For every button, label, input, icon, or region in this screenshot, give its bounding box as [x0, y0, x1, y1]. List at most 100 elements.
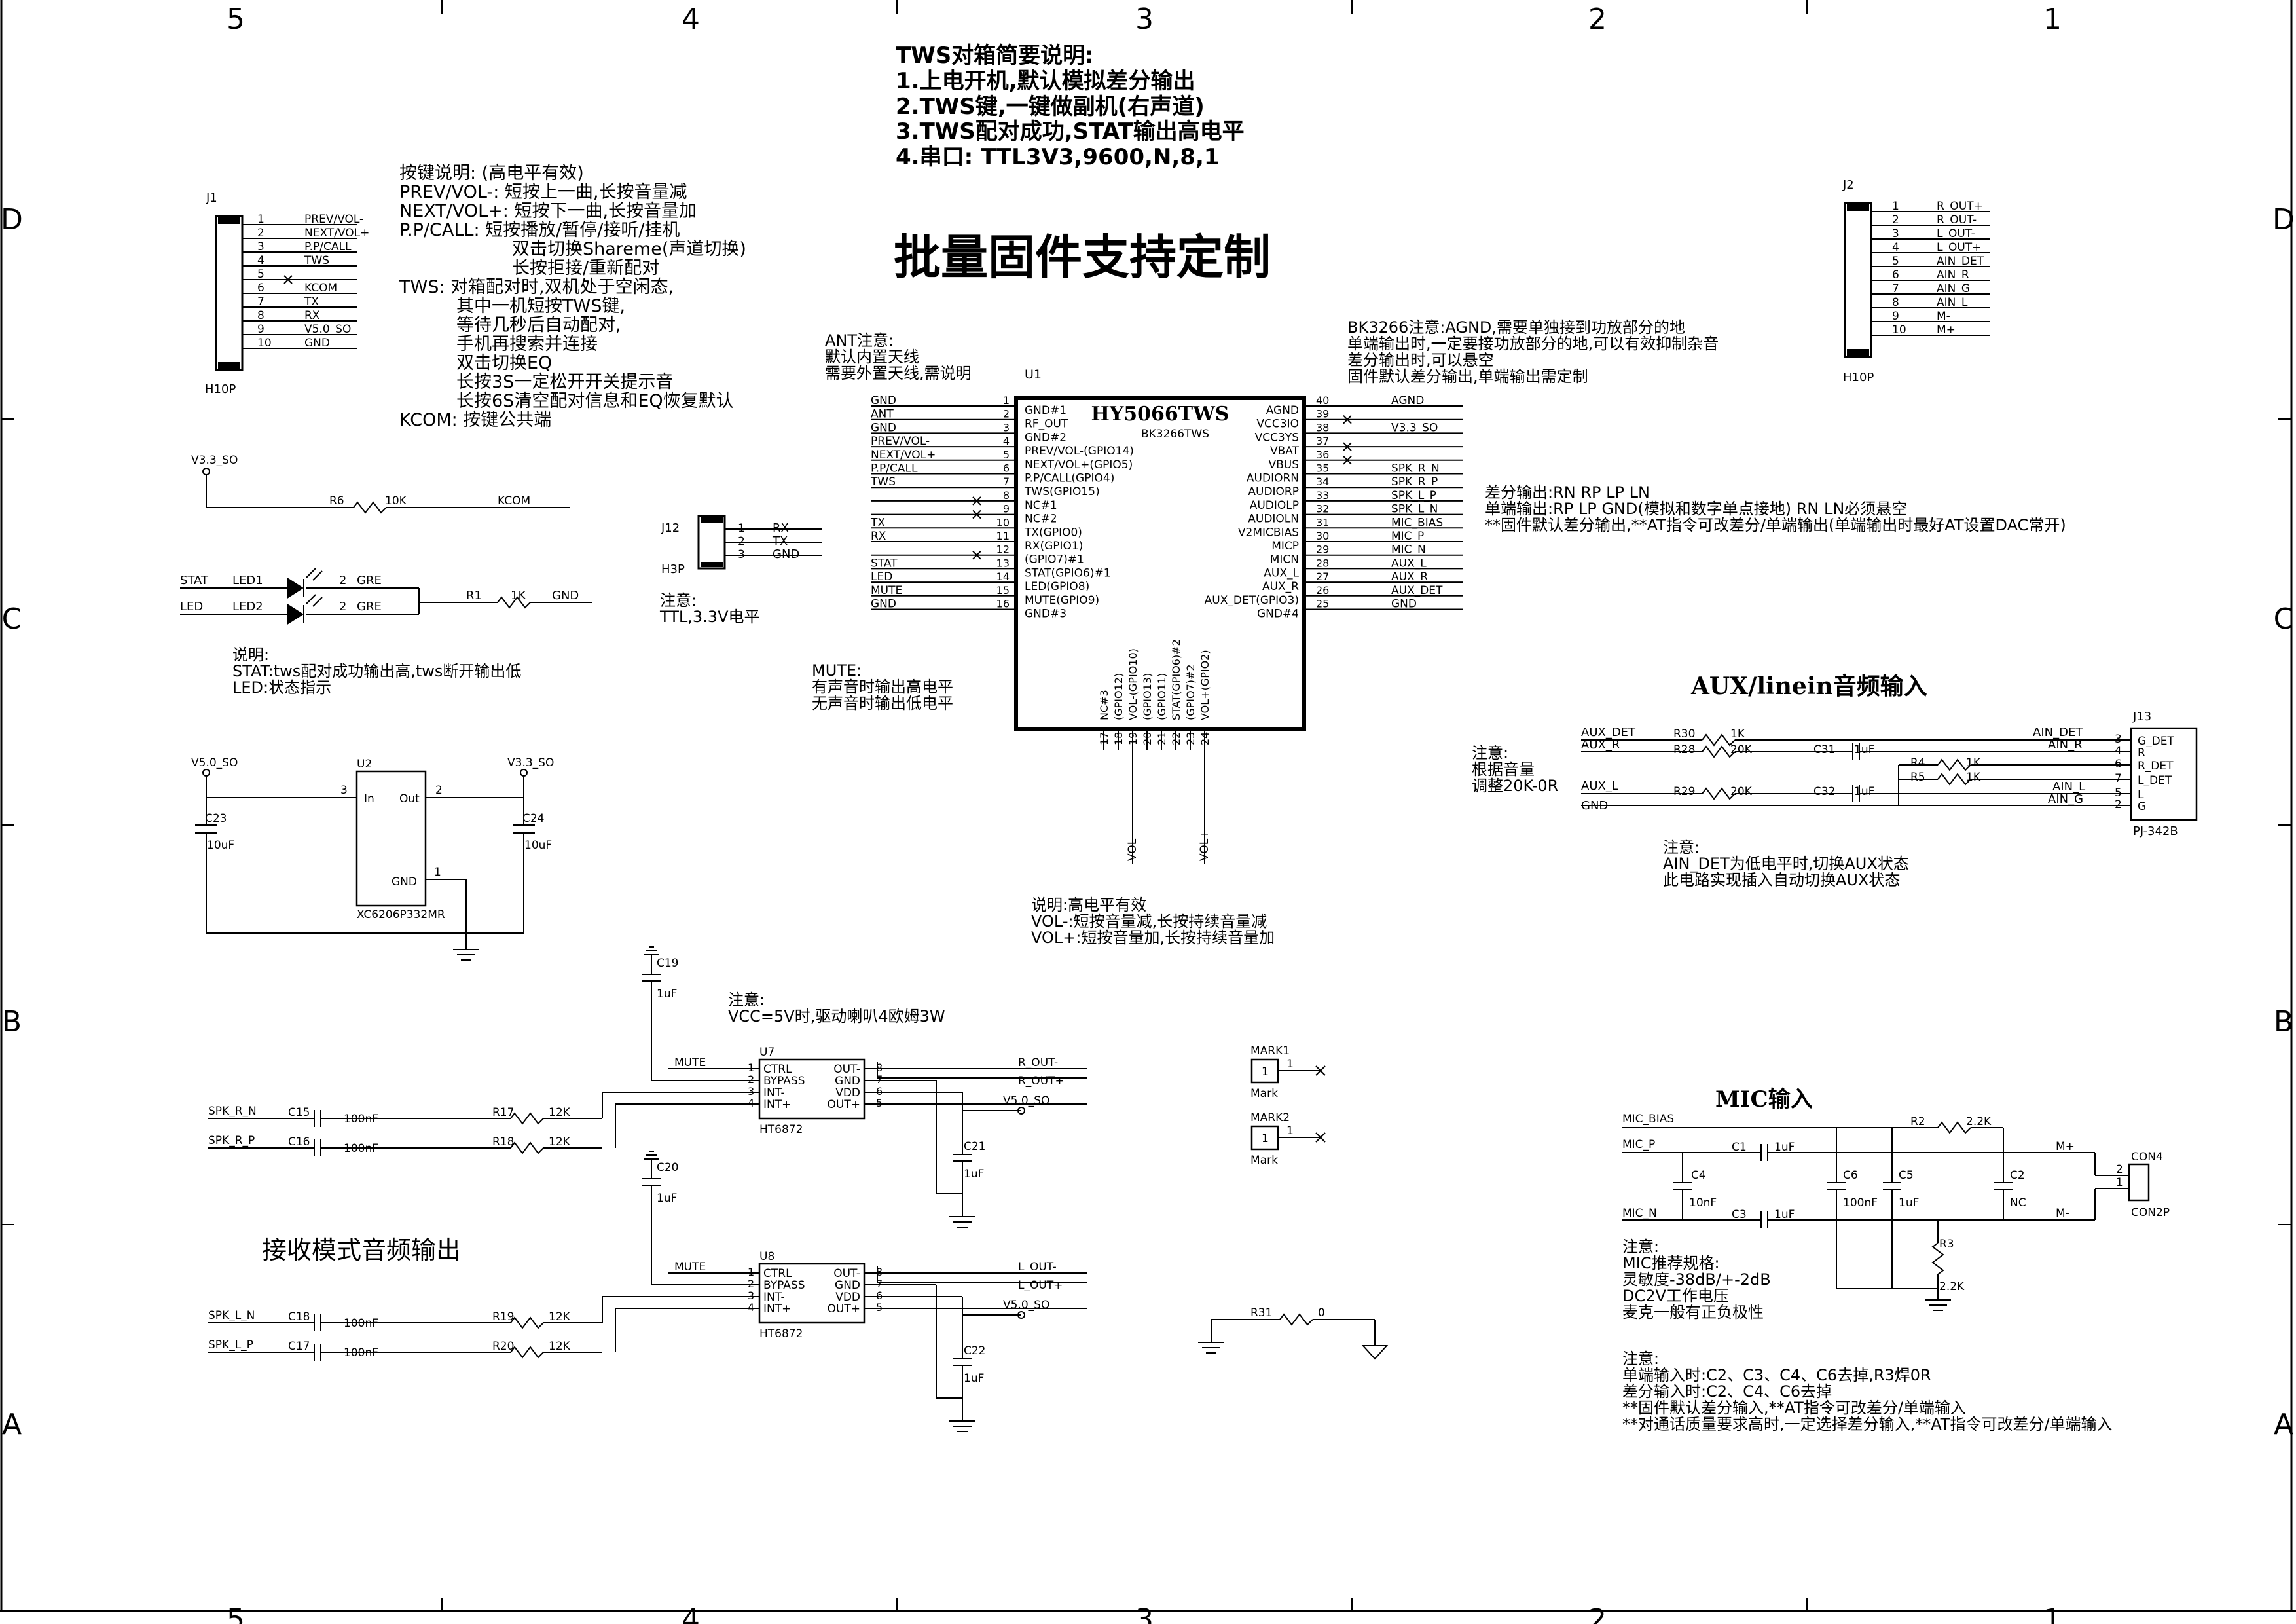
mark1-value: Mark: [1250, 1087, 1278, 1100]
u1-pin-net: AUX_L: [1391, 557, 1427, 570]
row-label: B: [2274, 1005, 2293, 1039]
amp-pin-number: 5: [876, 1097, 883, 1109]
j13-pin-number: 6: [2115, 758, 2122, 771]
col-label: 2: [1588, 1603, 1607, 1624]
u1-pin-label: TWS(GPIO15): [1024, 485, 1100, 498]
u1-pin-label: AUDIORN: [1247, 472, 1299, 485]
key-note-line: 等待几秒后自动配对,: [456, 315, 621, 335]
c31-value: 1uF: [1854, 743, 1874, 756]
c24-value: 10uF: [524, 839, 552, 852]
j2-pin-number: 2: [1892, 213, 1899, 227]
j13-pin-number: 2: [2115, 798, 2122, 811]
u1-pin-label: VCC3IO: [1256, 418, 1299, 431]
diff-note-line: **固件默认差分输出,**AT指令可改差分/单端输出(单端输出时最好AT设置DA…: [1485, 516, 2066, 534]
aux-note-left: 调整20K-0R: [1472, 777, 1558, 795]
u1-pin-number: 20: [1141, 732, 1154, 745]
amp-pin-number: 4: [748, 1097, 754, 1109]
u1-pin-number: 13: [996, 557, 1010, 569]
u1-pin-number: 27: [1316, 570, 1329, 583]
aux-note-bottom: AIN_DET为低电平时,切换AUX状态: [1663, 855, 1909, 873]
mic-r2-ref: R2: [1910, 1115, 1925, 1128]
j2-value: H10P: [1843, 371, 1874, 384]
amp-dec-cap-value: 1uF: [964, 1168, 984, 1181]
u1-pin-number: 3: [1003, 421, 1010, 434]
mark2-pin: 1: [1262, 1132, 1269, 1145]
u1-pin-number: 16: [996, 598, 1010, 610]
aux-net-left: AUX_L: [1581, 779, 1618, 793]
mic-r3-value: 2.2K: [1939, 1280, 1965, 1293]
u1-vol-net: VOL-: [1126, 835, 1139, 861]
diff-note-line: 差分输出:RN RP LP LN: [1485, 483, 1650, 502]
key-note-line: 按键说明: (高电平有效): [399, 163, 584, 183]
aux-net-left: GND: [1581, 799, 1608, 813]
mark1-pin-num: 1: [1286, 1058, 1294, 1071]
u1-pin-label: (GPIO12): [1112, 673, 1125, 720]
u2-pin-gnd-num: 1: [434, 866, 441, 879]
j2-pin-net: M-: [1937, 310, 1950, 323]
col-label: 3: [1135, 3, 1154, 36]
key-notes: 按键说明: (高电平有效) PREV/VOL-: 短按上一曲,长按音量减 NEX…: [399, 163, 746, 430]
aux-title: AUX/linein音频输入: [1690, 673, 1927, 700]
u1-pin-label: RF_OUT: [1025, 418, 1068, 431]
amp-vdd-rail-dot: [1017, 1107, 1025, 1115]
u1-pin-number: 26: [1316, 584, 1329, 597]
r4-value: 1K: [1966, 756, 1981, 769]
u1-pin-label: NC#2: [1025, 513, 1057, 526]
mic-out-net: M-: [2056, 1207, 2069, 1220]
con4-ref: CON4: [2131, 1151, 2163, 1164]
aux-net-right: AIN_G: [2048, 792, 2083, 806]
r30-value: 1K: [1730, 728, 1745, 741]
u1-pin-label: VOL-(GPIO10): [1127, 648, 1139, 720]
u2-pin-out: Out: [399, 792, 420, 805]
u1-pin-number: 9: [1003, 503, 1010, 515]
amp-input-cap-ref: C16: [288, 1135, 310, 1149]
r1-net: GND: [552, 589, 579, 602]
resistor-symbol: [510, 1112, 544, 1125]
u1-ref: U1: [1025, 367, 1042, 382]
j13-pin-number: 5: [2115, 786, 2122, 800]
aux-net-right: AIN_DET: [2033, 726, 2083, 739]
no-connect-mark: [283, 275, 293, 284]
col-label: 1: [2043, 3, 2062, 36]
ant-note: ANT注意: 默认内置天线 需要外置天线,需说明: [825, 331, 972, 382]
j12-pin-net: RX: [773, 521, 789, 535]
amp-mute-net: MUTE: [674, 1056, 706, 1069]
j13-pin-label: G: [2138, 800, 2146, 813]
mic-r3-ref: R3: [1939, 1238, 1954, 1251]
amp-pin-number: 3: [748, 1289, 754, 1302]
j12-pin-net: TX: [772, 534, 788, 548]
j2-pin-net: AIN_R: [1937, 268, 1969, 282]
u1-pin-net: RX: [871, 530, 886, 543]
j2-pin-number: 5: [1892, 255, 1899, 268]
led-circuit: STAT LED1 2 GRE LED LED2 2 GRE R1 1K GND…: [180, 568, 592, 697]
led-note: 说明:: [232, 646, 269, 664]
row-label: D: [2272, 203, 2295, 236]
u1-pin-number: 31: [1316, 516, 1329, 528]
amp-pin-number: 1: [748, 1266, 754, 1278]
u1-pin-number: 25: [1316, 598, 1329, 610]
u1-pin-label: PREV/VOL-(GPIO14): [1025, 445, 1134, 458]
u1-pin-label: AGND: [1266, 404, 1299, 417]
row-label: A: [2274, 1408, 2293, 1441]
j13-pin-number: 4: [2115, 745, 2122, 758]
j1-pin-net: RX: [304, 309, 320, 322]
led-note: STAT:tws配对成功输出高,tws断开输出低: [232, 662, 521, 680]
j12-pin-num: 2: [738, 535, 745, 548]
amp-vdd-rail: V5.0_SO: [1003, 1094, 1049, 1107]
r31-circuit: R31 0: [1198, 1306, 1389, 1360]
u1-pin-net: TWS: [870, 475, 896, 489]
mic-title: MIC输入: [1715, 1086, 1813, 1113]
amp-input-cap-value: 100nF: [344, 1142, 378, 1155]
ldo-u2: V5.0_SO V3.3_SO U2 In Out GND 3 2 1 XC62…: [191, 756, 554, 961]
aux-net-left: AUX_R: [1581, 738, 1620, 752]
amp-body: [758, 1058, 866, 1120]
mark1-pin: 1: [1262, 1065, 1269, 1079]
led-note: LED:状态指示: [232, 678, 331, 697]
u1-pin-number: 36: [1316, 449, 1329, 461]
u1-pin-net: V3.3_SO: [1391, 421, 1438, 434]
j1-pin-net: P.P/CALL: [304, 240, 352, 253]
amp-cap-ref: C19: [657, 957, 679, 970]
u1-pin-label: LED(GPIO8): [1025, 580, 1089, 593]
